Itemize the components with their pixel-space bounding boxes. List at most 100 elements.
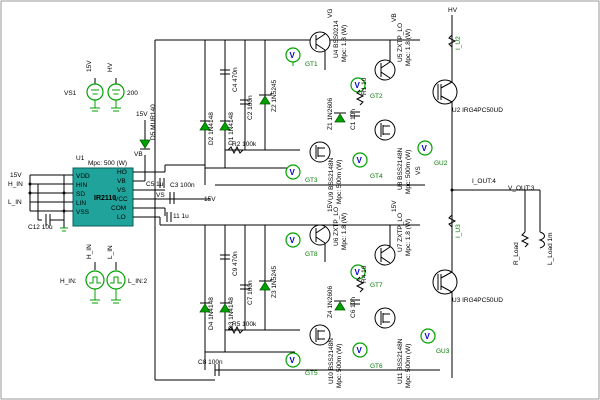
vs1-source[interactable]: VS1 15V <box>64 60 104 112</box>
vs1-label: VS1 <box>64 90 77 97</box>
gt5-meter-glyph: V <box>290 356 296 365</box>
c2-label: C2 100n <box>247 95 254 120</box>
u2-label: U2 IRG4PC50UD <box>452 107 503 114</box>
c4-label: C4 470n <box>232 67 239 92</box>
z1-zener[interactable] <box>334 112 346 123</box>
gt1-meter-glyph: V <box>290 51 296 60</box>
d4-label: D4 1N4148 <box>208 297 215 330</box>
u3-current-probe[interactable] <box>448 214 457 228</box>
h-in-source[interactable]: H_IN H_IN: <box>60 244 105 304</box>
z3-zener[interactable] <box>259 279 272 291</box>
u7-label: U7 ZXTP_LO <box>397 213 404 252</box>
gu3-meter-glyph: V <box>425 332 431 341</box>
d2-label: D2 1N4148 <box>208 112 215 145</box>
z2-zener[interactable] <box>259 93 272 105</box>
c6-capacitor[interactable] <box>350 299 360 305</box>
u5-transistor[interactable] <box>374 40 396 81</box>
u10-label: U10 BSS2148N <box>328 338 335 384</box>
u4-label: U4 BSS0214 <box>333 20 340 58</box>
lower-left-rail <box>205 224 440 371</box>
l-in-terminal: L_IN:2 <box>128 278 148 285</box>
c11-label: 11 1u <box>173 213 189 220</box>
gt3-meter-glyph: V <box>290 168 296 177</box>
c8-capacitor[interactable] <box>214 364 220 376</box>
gt2-meter-glyph: V <box>355 81 361 90</box>
h-in-source-label: H_IN <box>86 244 93 259</box>
l-in-source-label: L_IN <box>107 245 114 259</box>
c5-capacitor[interactable] <box>159 178 165 188</box>
gt3-meter[interactable]: V <box>285 164 301 180</box>
u9-mpc: Mpc: 500m (W) <box>336 160 343 204</box>
r4-resistor[interactable] <box>355 276 365 293</box>
u8-label: U8 BSS2148N <box>397 147 404 190</box>
ir2110-driver[interactable]: U1 Mpc: 500 (W) IR2110 VDD HIN SD LIN VS… <box>72 155 134 227</box>
u6-transistor[interactable] <box>309 224 331 262</box>
u8-transistor[interactable] <box>374 119 396 141</box>
d1-diode[interactable] <box>219 120 231 131</box>
z4-zener[interactable] <box>334 300 346 311</box>
hv-source[interactable]: HV 200 <box>107 62 138 112</box>
gt4-meter[interactable]: V <box>352 152 368 168</box>
u10-transistor[interactable] <box>309 324 331 346</box>
hv-source-value: 200 <box>127 90 138 97</box>
gt8-meter[interactable]: V <box>285 232 301 248</box>
gt5-meter[interactable]: V <box>285 352 301 368</box>
c7-capacitor[interactable] <box>240 284 250 290</box>
c1-capacitor[interactable] <box>350 111 360 117</box>
r1-resistor[interactable] <box>355 89 365 106</box>
u11-transistor[interactable] <box>374 307 396 329</box>
d4-diode[interactable] <box>199 302 211 313</box>
u6-15v-label: 15V <box>327 200 334 212</box>
u3-igbt[interactable] <box>432 190 458 378</box>
u2-current-probe[interactable] <box>448 15 457 60</box>
u6-label: U6 ZXTP_LO <box>333 207 340 246</box>
z3-label: Z3 1N5245 <box>271 265 278 298</box>
pin-vb: VB <box>117 178 126 185</box>
v-out-label: V_OUT:3 <box>508 185 535 192</box>
u9-transistor[interactable] <box>309 141 331 163</box>
hv-source-label: HV <box>107 62 114 72</box>
d5-15v-label: 15V <box>136 111 148 118</box>
r4-label: R4 10 <box>361 265 368 283</box>
c1-label: C1 10n <box>350 109 357 130</box>
pin-vdd: VDD <box>76 173 90 180</box>
gu2-meter[interactable]: V <box>417 140 433 156</box>
c3-label: C3 100n <box>170 182 195 189</box>
l-in-source[interactable]: L_IN L_IN:2 <box>106 245 148 304</box>
u2-igbt[interactable] <box>432 60 458 190</box>
driver-output-wires <box>133 39 215 381</box>
d3-diode[interactable] <box>219 302 231 313</box>
d5-diode[interactable]: 15V D5 MUR140 <box>136 104 157 150</box>
c4-capacitor[interactable] <box>220 69 230 75</box>
c11-capacitor[interactable] <box>166 212 172 222</box>
output-wires <box>450 188 541 232</box>
r2-resistor[interactable] <box>227 145 244 155</box>
c9-capacitor[interactable] <box>220 254 230 260</box>
gt1-meter[interactable]: V <box>285 47 301 66</box>
d1-label: D1 1N4148 <box>228 112 235 145</box>
driver-part: IR2110 <box>94 195 116 202</box>
l-load-inductor[interactable] <box>538 231 545 249</box>
pin-ho: HO <box>117 169 127 176</box>
r-load-resistor[interactable] <box>520 231 530 248</box>
r5-resistor[interactable] <box>227 325 244 335</box>
gu3-meter[interactable]: V <box>420 328 436 344</box>
z4-label: Z4 1N2606 <box>327 285 334 318</box>
r-load-label: R_Load <box>513 242 520 265</box>
u7-transistor[interactable] <box>374 225 396 266</box>
c3-capacitor[interactable] <box>169 192 175 204</box>
u7-15v-label: 15V <box>391 200 398 212</box>
r2-label: R2 100k <box>232 141 257 148</box>
pin-vcc: VCC <box>114 196 128 203</box>
gt4-label: GT4 <box>370 173 383 180</box>
i-u3-label: I_U3 <box>455 224 462 238</box>
gt7-label: GT7 <box>370 282 383 289</box>
z1-label: Z1 1N2606 <box>327 97 334 130</box>
r1-label: R1 10 <box>361 77 368 95</box>
pin-com: COM <box>111 205 126 212</box>
gt8-meter-glyph: V <box>290 236 296 245</box>
u4-transistor[interactable] <box>309 31 331 70</box>
c2-capacitor[interactable] <box>240 99 250 105</box>
gt6-meter[interactable]: V <box>352 342 368 358</box>
d2-diode[interactable] <box>199 120 211 131</box>
